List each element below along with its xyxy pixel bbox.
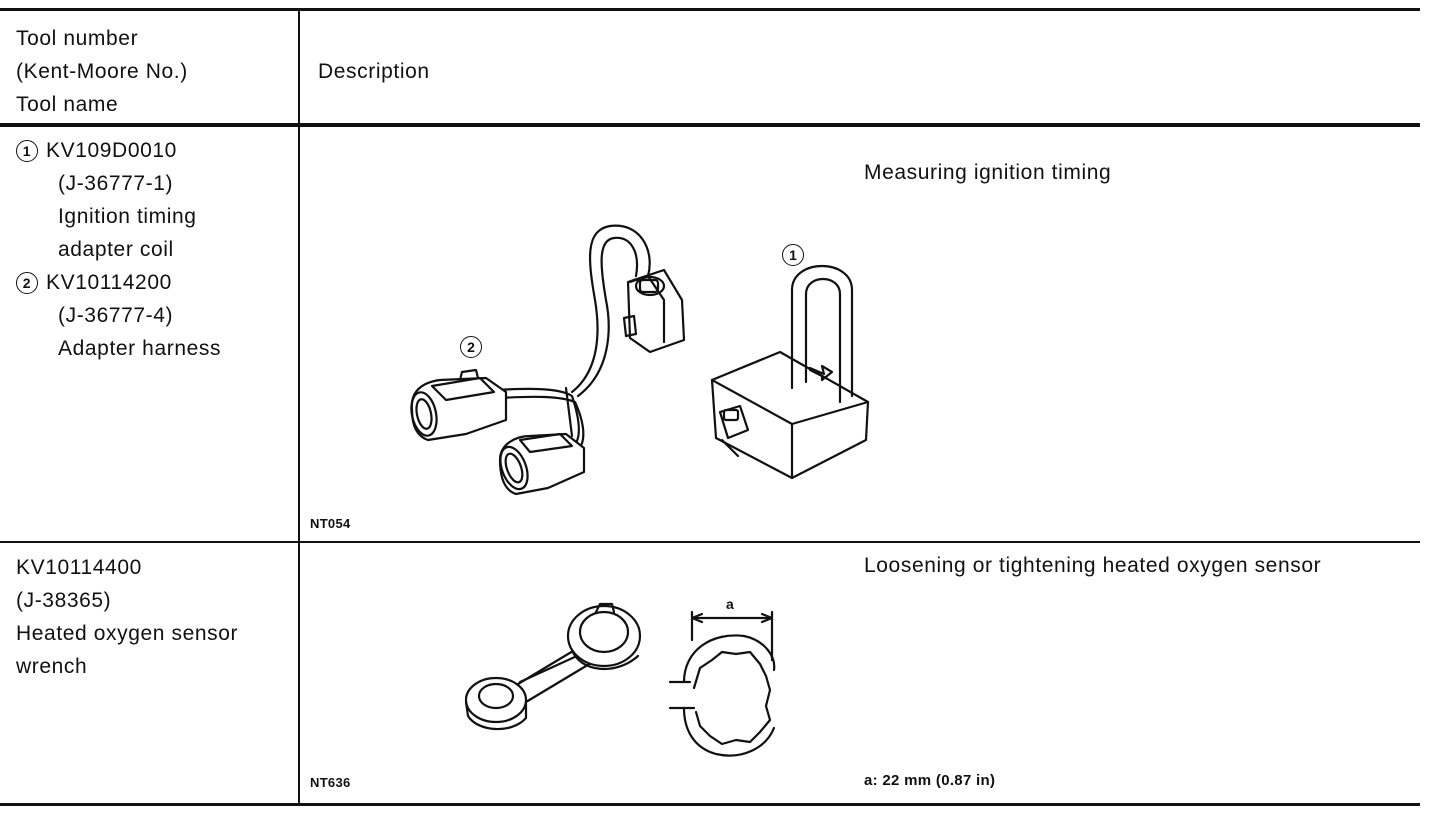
header-line: Tool name: [16, 93, 119, 116]
tool-number-text: KV109D0010: [46, 139, 177, 162]
callout-2: 2: [460, 336, 482, 358]
tool-name: adapter coil: [58, 238, 174, 261]
row2-description: Loosening or tightening heated oxygen se…: [864, 554, 1322, 577]
tool-name: Ignition timing: [58, 205, 197, 228]
tool-number: 1 KV109D0010: [16, 134, 221, 167]
header-description: Description: [318, 60, 430, 83]
tool-name: Adapter harness: [58, 337, 222, 360]
row-divider: [0, 541, 1420, 543]
row2-spec: a: 22 mm (0.87 in): [864, 772, 996, 789]
table-bottom-border: [0, 803, 1420, 806]
header-line: (Kent-Moore No.): [16, 60, 188, 83]
row2-tool-list: KV10114400 (J-38365) Heated oxygen senso…: [16, 551, 238, 683]
tool-number: KV10114400: [16, 556, 142, 579]
tool-name: wrench: [16, 655, 88, 678]
row1-description: Measuring ignition timing: [864, 161, 1112, 184]
callout-1: 1: [782, 244, 804, 266]
tool-number-text: KV10114200: [46, 271, 172, 294]
tool-number: 2 KV10114200: [16, 266, 221, 299]
table-top-border: [0, 8, 1420, 11]
header-divider: [0, 123, 1420, 127]
callout-marker: 2: [16, 272, 38, 294]
kent-moore-number: (J-38365): [16, 589, 112, 612]
kent-moore-number: (J-36777-1): [58, 172, 174, 195]
callout-marker: 1: [16, 140, 38, 162]
kent-moore-number: (J-36777-4): [58, 304, 174, 327]
header-tool-column: Tool number (Kent-Moore No.) Tool name: [16, 22, 188, 121]
dimension-label: a: [726, 596, 735, 612]
tool-name: Heated oxygen sensor: [16, 622, 239, 645]
header-line: Tool number: [16, 27, 139, 50]
row2-figure-code: NT636: [310, 775, 351, 790]
column-divider: [298, 10, 300, 805]
row1-figure-code: NT054: [310, 516, 351, 531]
